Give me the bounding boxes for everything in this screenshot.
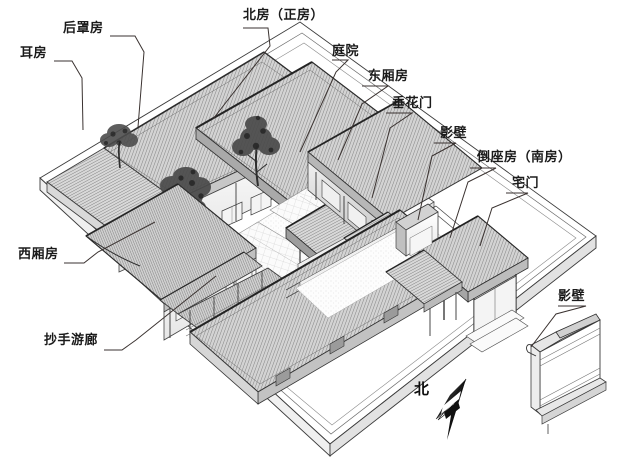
detached-spirit-screen-wall: [526, 313, 607, 434]
leader-line-xixiangfang: [64, 221, 156, 264]
leader-line-erfang: [54, 60, 84, 131]
annotation-label-xixiangfang: 西厢房: [18, 247, 59, 262]
annotation-label-daozuofang: 倒座房（南房）: [477, 150, 572, 165]
annotation-label-chuihuamen: 垂花门: [392, 96, 433, 111]
leader-line-beifang: [212, 27, 271, 120]
north-compass-arrow: [435, 378, 467, 440]
annotation-label-erfang: 耳房: [20, 46, 48, 61]
leader-line-dongxiangfang: [337, 85, 390, 161]
inner-spirit-screen-wall: [395, 203, 439, 257]
leader-line-tingyuan: [299, 59, 350, 153]
annotation-label-chaoshouyoulang: 抄手游廊: [44, 333, 99, 348]
north-compass-label: 北: [414, 380, 430, 398]
leader-line-yingbi_1: [417, 142, 457, 221]
annotation-label-zhaimen: 宅门: [512, 176, 540, 191]
leader-line-daozuofang: [449, 167, 497, 239]
leader-line-houzhaofang: [110, 35, 145, 128]
annotation-label-houzhaofang: 后罩房: [63, 21, 104, 36]
annotation-label-yingbi_1: 影壁: [440, 126, 468, 141]
annotation-leader-lines: [54, 27, 587, 351]
annotation-label-dongxiangfang: 东厢房: [368, 69, 409, 84]
annotation-label-yingbi_2: 影壁: [558, 289, 586, 304]
leader-line-zhaimen: [479, 192, 529, 247]
annotation-label-beifang: 北房（正房）: [243, 8, 325, 23]
gate-side-bay: [385, 249, 463, 336]
leader-line-chuihuamen: [371, 112, 414, 199]
wrap-around-verandah: [159, 251, 291, 338]
leader-line-yingbi_2: [530, 305, 587, 348]
leader-line-chaoshouyoulang: [104, 275, 217, 351]
annotation-label-tingyuan: 庭院: [332, 44, 360, 59]
